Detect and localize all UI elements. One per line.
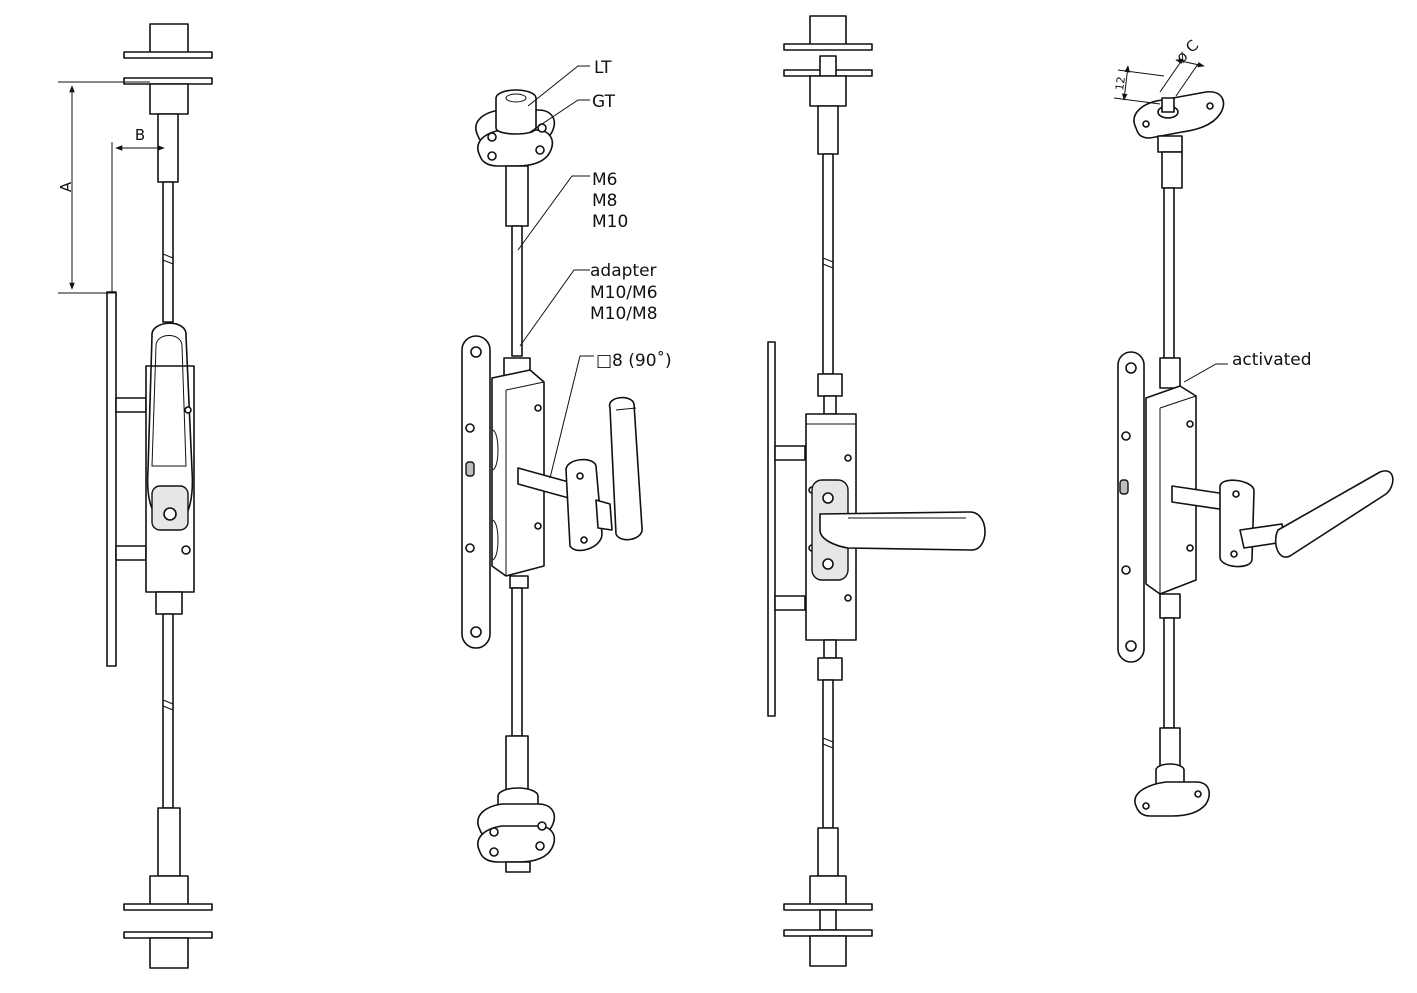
bottom-guide-activated [1134, 763, 1210, 817]
dimension-b: B [111, 126, 165, 292]
rod-upper-activated [1163, 187, 1175, 359]
mounting-plate-side [106, 291, 117, 667]
dimension-12: 12 [1113, 65, 1165, 105]
locking-rod-lower [155, 591, 183, 877]
label-gt: GT [592, 92, 616, 112]
bracket-lower [115, 545, 147, 561]
label-square-spindle: □8 (90˚) [596, 350, 672, 371]
handle-activated [1171, 470, 1394, 568]
leader-activated [1183, 363, 1228, 383]
rod-lower-activated [1159, 617, 1181, 769]
view-front-dimensioned: A B [57, 23, 213, 969]
dimension-c: ø C [1159, 36, 1205, 97]
bracket-upper [115, 397, 147, 413]
bottom-guide-front [783, 875, 873, 967]
lock-body [145, 322, 195, 593]
top-guide-activated [1133, 91, 1225, 189]
bottom-guide-assembly [123, 875, 213, 969]
label-adapter-m10-m8: M10/M8 [590, 304, 658, 324]
rod-lower-front [817, 639, 843, 877]
dimension-12-label: 12 [1113, 76, 1128, 92]
bottom-guide-iso [477, 787, 556, 873]
lock-body-iso [461, 335, 545, 649]
dimension-a-label: A [57, 181, 75, 192]
bracket-upper-front [774, 445, 806, 461]
dimension-b-label: B [135, 126, 145, 144]
label-rod-m10: M10 [592, 212, 628, 232]
handle-front [811, 479, 986, 581]
top-guide-front [783, 15, 873, 155]
label-lt: LT [594, 58, 612, 78]
rod-lower-iso [505, 587, 529, 799]
dimension-a: A [57, 81, 150, 294]
rod-upper-iso [511, 225, 523, 357]
label-activated: activated [1232, 350, 1312, 370]
dimension-c-label: ø C [1172, 36, 1202, 66]
view-front-handle [767, 15, 986, 967]
label-adapter: adapter [590, 261, 657, 281]
rod-upper-front [822, 153, 834, 375]
handle-iso [517, 396, 643, 552]
top-guide-assembly [123, 23, 213, 183]
locking-rod-upper [162, 181, 174, 323]
leaders [517, 65, 594, 479]
top-guide-iso [475, 89, 556, 227]
label-adapter-m10-m6: M10/M6 [590, 283, 658, 303]
label-rod-m6: M6 [592, 170, 617, 190]
lock-body-activated [1117, 351, 1197, 663]
view-isometric-activated: activated 12 ø C [1113, 36, 1394, 817]
bracket-lower-front [774, 595, 806, 611]
mounting-plate-front [767, 341, 776, 717]
view-isometric-labeled: LT GT M6 M8 M10 adapter M10/M6 M10/M8 □8… [461, 58, 672, 873]
label-rod-m8: M8 [592, 191, 617, 211]
